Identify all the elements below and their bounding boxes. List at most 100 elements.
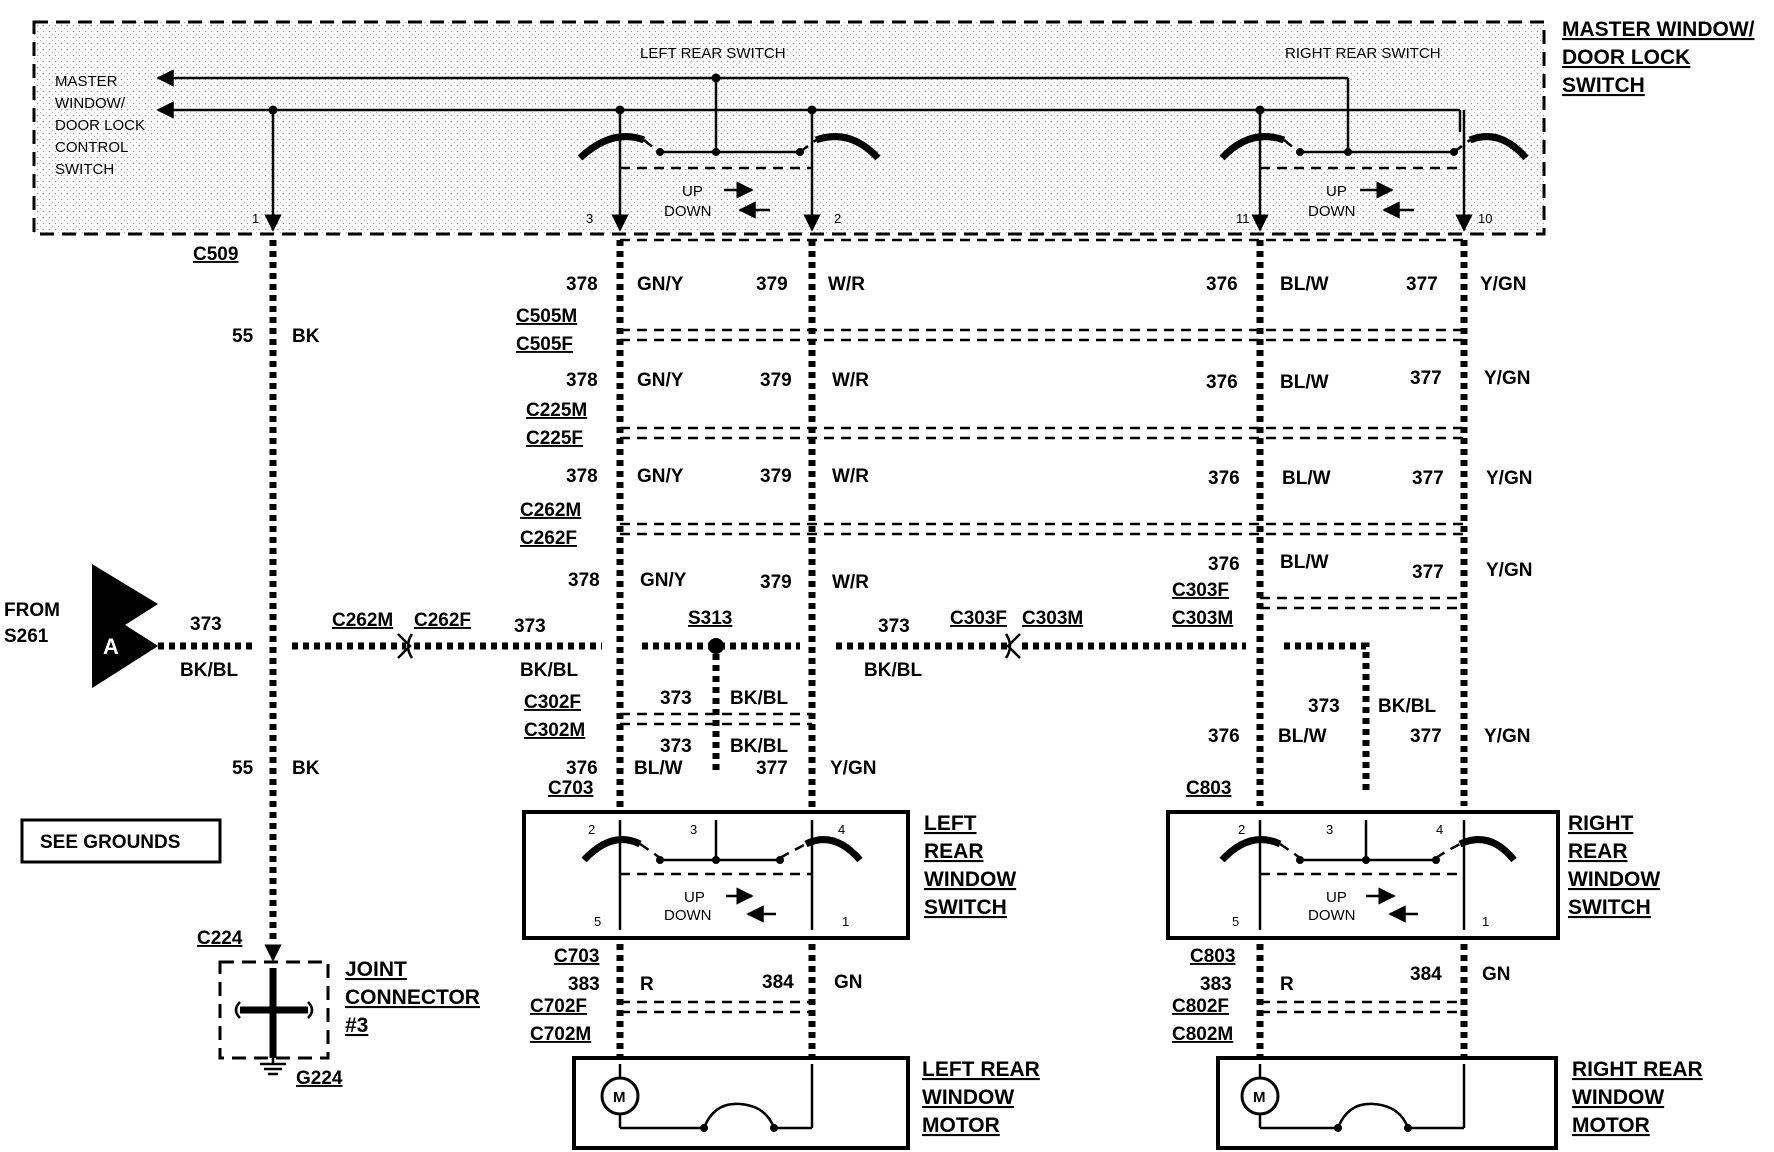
- svg-text:M: M: [1253, 1089, 1266, 1106]
- svg-text:377: 377: [1410, 368, 1442, 389]
- svg-text:376: 376: [1206, 274, 1238, 295]
- svg-text:UP: UP: [682, 183, 703, 200]
- master-pin-3: 3: [586, 211, 593, 226]
- svg-text:383: 383: [1200, 974, 1232, 995]
- svg-text:BK/BL: BK/BL: [1378, 696, 1436, 717]
- control-switch-label-1: MASTER: [55, 73, 118, 90]
- svg-text:BK/BL: BK/BL: [730, 736, 788, 757]
- see-grounds-label[interactable]: SEE GROUNDS: [40, 832, 180, 853]
- svg-text:DOWN: DOWN: [664, 907, 712, 924]
- svg-text:BL/W: BL/W: [1282, 468, 1331, 489]
- connector-c802m: C802M: [1172, 1024, 1233, 1045]
- svg-text:376: 376: [1208, 554, 1240, 575]
- right-rear-switch-label: RIGHT REAR SWITCH: [1285, 45, 1441, 62]
- right-rear-window-motor: M RIGHT REAR WINDOW MOTOR: [1216, 1056, 1703, 1150]
- connector-c303f: C303F: [1172, 580, 1229, 601]
- svg-text:RIGHT REAR: RIGHT REAR: [1572, 1058, 1703, 1081]
- svg-text:GN/Y: GN/Y: [640, 570, 687, 591]
- svg-text:Y/GN: Y/GN: [830, 758, 876, 779]
- svg-text:373: 373: [514, 616, 546, 637]
- svg-text:SWITCH: SWITCH: [924, 896, 1007, 919]
- connector-c225m: C225M: [526, 400, 587, 421]
- master-switch-title-3: SWITCH: [1562, 74, 1645, 97]
- connector-c703-upper: C703: [548, 778, 593, 799]
- master-switch-title-1: MASTER WINDOW/: [1562, 18, 1755, 41]
- control-switch-label-2: WINDOW/: [55, 95, 126, 112]
- svg-text:BK: BK: [292, 326, 320, 347]
- svg-text:3: 3: [1326, 822, 1333, 837]
- connector-c505m: C505M: [516, 306, 577, 327]
- svg-text:LEFT REAR: LEFT REAR: [922, 1058, 1040, 1081]
- svg-text:WINDOW: WINDOW: [924, 868, 1016, 891]
- svg-text:BK/BL: BK/BL: [180, 660, 238, 681]
- master-right-rear-switch: UP DOWN 11 10: [1219, 105, 1529, 232]
- svg-text:4: 4: [1436, 822, 1443, 837]
- connector-a-marker: [92, 564, 158, 688]
- right-rear-window-switch: UP DOWN 2 3 4 5 1 RIGHT REAR WINDOW SWIT…: [1166, 810, 1660, 940]
- svg-text:373: 373: [660, 736, 692, 757]
- svg-text:BL/W: BL/W: [1280, 552, 1329, 573]
- svg-text:373: 373: [190, 614, 222, 635]
- see-grounds-box[interactable]: SEE GROUNDS: [20, 818, 222, 864]
- connector-c303f-feed: C303F: [950, 608, 1007, 629]
- master-switch: MASTER WINDOW/ DOOR LOCK SWITCH MASTER W…: [32, 18, 1755, 236]
- connector-c262f: C262F: [520, 528, 577, 549]
- svg-text:384: 384: [762, 972, 794, 993]
- joint-connector-3: G224 JOINT CONNECTOR #3: [218, 958, 480, 1089]
- master-pin-1: 1: [252, 211, 259, 226]
- joint-connector-label-3: #3: [345, 1014, 368, 1037]
- connector-c509: C509: [193, 244, 238, 265]
- svg-text:GN: GN: [1482, 964, 1511, 985]
- svg-text:BL/W: BL/W: [1280, 372, 1329, 393]
- svg-text:REAR: REAR: [924, 840, 984, 863]
- svg-text:379: 379: [760, 572, 792, 593]
- master-pin-2: 2: [834, 211, 841, 226]
- svg-text:2: 2: [1238, 822, 1245, 837]
- connector-c702m: C702M: [530, 1024, 591, 1045]
- svg-text:383: 383: [568, 974, 600, 995]
- joint-connector-label-2: CONNECTOR: [345, 986, 480, 1009]
- svg-text:378: 378: [568, 570, 600, 591]
- svg-text:377: 377: [1406, 274, 1438, 295]
- connector-a-letter: A: [103, 634, 119, 659]
- svg-text:UP: UP: [1326, 889, 1347, 906]
- svg-text:379: 379: [756, 274, 788, 295]
- svg-text:MOTOR: MOTOR: [922, 1114, 1000, 1137]
- svg-text:BK/BL: BK/BL: [730, 688, 788, 709]
- svg-text:373: 373: [1308, 696, 1340, 717]
- connector-c303m: C303M: [1172, 608, 1233, 629]
- svg-text:384: 384: [1410, 964, 1442, 985]
- svg-text:LEFT: LEFT: [924, 812, 977, 835]
- connector-c262m: C262M: [520, 500, 581, 521]
- svg-text:M: M: [613, 1089, 626, 1106]
- master-left-rear-switch: UP DOWN 3 2: [577, 105, 881, 232]
- connector-c224: C224: [197, 928, 243, 949]
- left-motor-feed: C703 383 R 384 GN C702F C702M: [530, 944, 863, 1060]
- svg-text:REAR: REAR: [1568, 840, 1628, 863]
- control-switch-label-3: DOOR LOCK: [55, 117, 145, 134]
- svg-text:377: 377: [1412, 468, 1444, 489]
- svg-text:1: 1: [1482, 914, 1489, 929]
- master-pin-11: 11: [1236, 211, 1250, 226]
- svg-text:1: 1: [842, 914, 849, 929]
- master-switch-title-2: DOOR LOCK: [1562, 46, 1690, 69]
- svg-text:Y/GN: Y/GN: [1486, 468, 1532, 489]
- svg-text:376: 376: [1208, 726, 1240, 747]
- svg-text:BK: BK: [292, 758, 320, 779]
- svg-text:Y/GN: Y/GN: [1486, 560, 1532, 581]
- svg-text:SWITCH: SWITCH: [1568, 896, 1651, 919]
- connector-c225f: C225F: [526, 428, 583, 449]
- svg-text:BL/W: BL/W: [1280, 274, 1329, 295]
- svg-text:RIGHT: RIGHT: [1568, 812, 1634, 835]
- from-label: FROM: [4, 600, 60, 621]
- right-rear-wiring: 376 BL/W 377 Y/GN 376 BL/W 377 Y/GN 376 …: [1172, 240, 1532, 806]
- splice-s313-label: S313: [688, 608, 732, 629]
- connector-c262m-feed: C262M: [332, 610, 393, 631]
- svg-text:GN/Y: GN/Y: [637, 274, 684, 295]
- from-source: S261: [4, 626, 49, 647]
- left-rear-window-switch: UP DOWN 2 3 4 5 1 LEFT REAR WINDOW SWITC…: [522, 810, 1016, 940]
- svg-text:WINDOW: WINDOW: [1572, 1086, 1664, 1109]
- svg-text:UP: UP: [1326, 183, 1347, 200]
- svg-text:377: 377: [1412, 562, 1444, 583]
